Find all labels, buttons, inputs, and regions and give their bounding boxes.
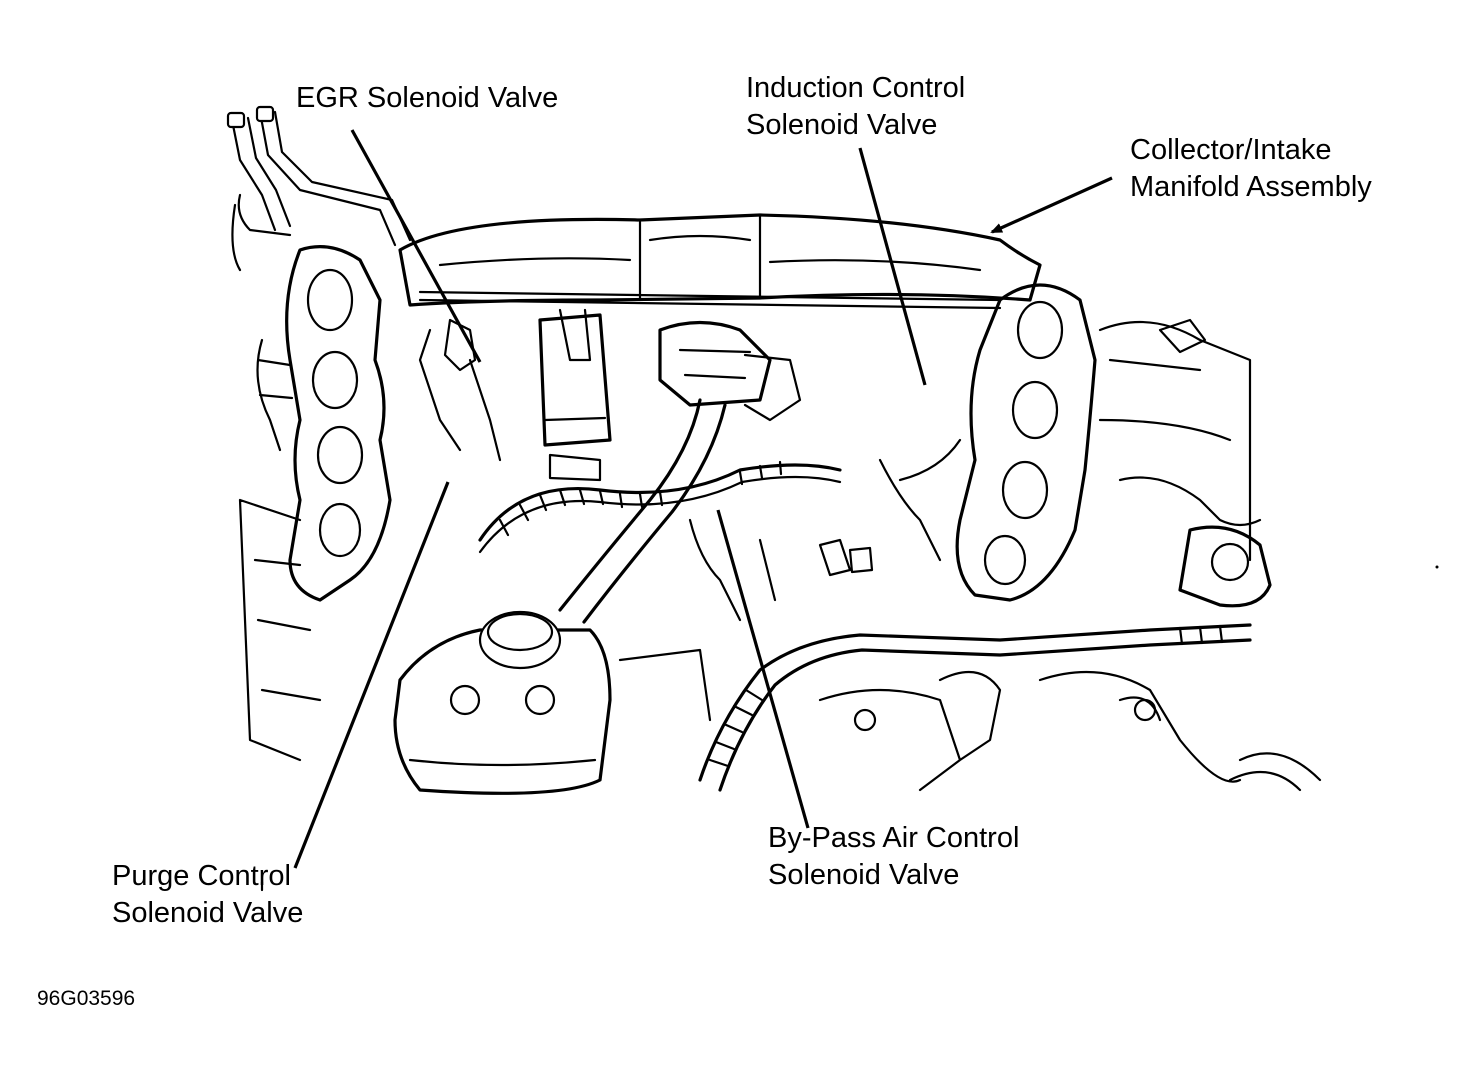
lower-reservoir <box>393 628 612 795</box>
left-exhaust-manifold <box>285 245 392 602</box>
induction-control-label-line1: Induction Control <box>746 72 966 104</box>
bypass-air-label-line1: By-Pass Air Control <box>768 822 1020 854</box>
egr-solenoid-label: EGR Solenoid Valve <box>296 82 559 114</box>
figure-id: 96G03596 <box>37 987 136 1010</box>
right-exhaust-manifold <box>955 283 1097 602</box>
collector-label-line1: Collector/Intake <box>1130 134 1332 166</box>
wire-harness <box>478 463 842 542</box>
engine-illustration <box>226 105 1439 892</box>
collector-label-line2: Manifold Assembly <box>1130 171 1372 203</box>
bypass-air-label-line2: Solenoid Valve <box>768 859 960 891</box>
collector-leader <box>990 176 1113 234</box>
collector-outline <box>398 213 1042 307</box>
purge-control-label-line1: Purge Control <box>112 860 291 892</box>
bypass-air-leader <box>716 509 810 829</box>
induction-control-label-line2: Solenoid Valve <box>746 109 938 141</box>
purge-control-label-line2: Solenoid Valve <box>112 897 304 929</box>
throttle-body <box>658 320 772 407</box>
egr-solenoid-leader <box>350 129 482 363</box>
purge-control-leader <box>293 481 450 869</box>
induction-control-leader <box>858 147 927 386</box>
